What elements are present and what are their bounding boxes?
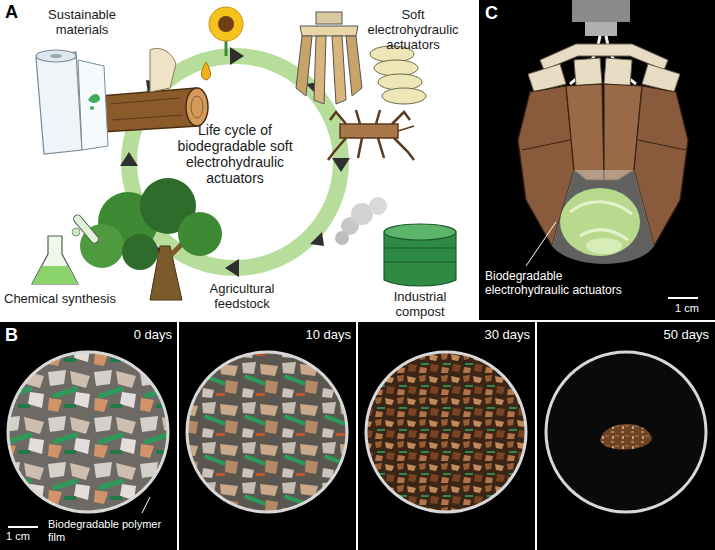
gripper-icon bbox=[296, 12, 362, 104]
flask-icon bbox=[32, 213, 100, 284]
scale-label: 1 cm bbox=[6, 530, 46, 543]
panel-letter: A bbox=[5, 2, 29, 23]
dish-10-days bbox=[179, 322, 356, 550]
gripper-photo bbox=[479, 0, 715, 320]
panel-a-ground bbox=[0, 0, 476, 318]
callout-label: Biodegradable polymer film bbox=[48, 518, 174, 543]
stage-label: Soft electrohydraulic actuators bbox=[356, 8, 470, 53]
time-label: 10 days bbox=[285, 328, 351, 343]
cycle-title: Life cycle of biodegradable soft electro… bbox=[160, 122, 310, 186]
dish-0-days bbox=[0, 322, 177, 550]
tree-icon bbox=[80, 178, 222, 300]
panel-letter: C bbox=[485, 3, 509, 24]
time-label: 30 days bbox=[464, 328, 530, 343]
photo-panel: 10 days bbox=[179, 322, 356, 550]
stage-label: Chemical synthesis bbox=[4, 292, 144, 307]
stage-label: Sustainable materials bbox=[22, 8, 142, 38]
stage-label: Industrial compost bbox=[370, 290, 470, 320]
scale-label: 1 cm bbox=[665, 302, 709, 315]
dish-50-days bbox=[537, 322, 715, 550]
callout-label: Biodegradable electrohydraulic actuators bbox=[485, 270, 645, 298]
paper-roll-icon bbox=[36, 50, 108, 154]
dish-30-days bbox=[358, 322, 535, 550]
walking-robot-icon bbox=[328, 110, 414, 160]
plant-fibre-icon bbox=[150, 48, 176, 92]
actuator-stack-icon bbox=[370, 46, 426, 104]
panel-letter: B bbox=[5, 325, 29, 346]
compost-tank-icon bbox=[335, 197, 456, 286]
photo-panel: 30 days bbox=[358, 322, 535, 550]
stage-label: Agricultural feedstock bbox=[190, 282, 294, 312]
time-label: 50 days bbox=[643, 328, 709, 343]
wood-log-icon bbox=[100, 88, 208, 132]
photo-panel: 0 days 1 cmBiodegradable polymer film bbox=[0, 322, 177, 550]
photo-panel: Biodegradable electrohydraulic actuators… bbox=[479, 0, 715, 320]
photo-panel: 50 days bbox=[537, 322, 715, 550]
time-label: 0 days bbox=[112, 328, 172, 343]
sunflower-icon bbox=[202, 7, 244, 80]
